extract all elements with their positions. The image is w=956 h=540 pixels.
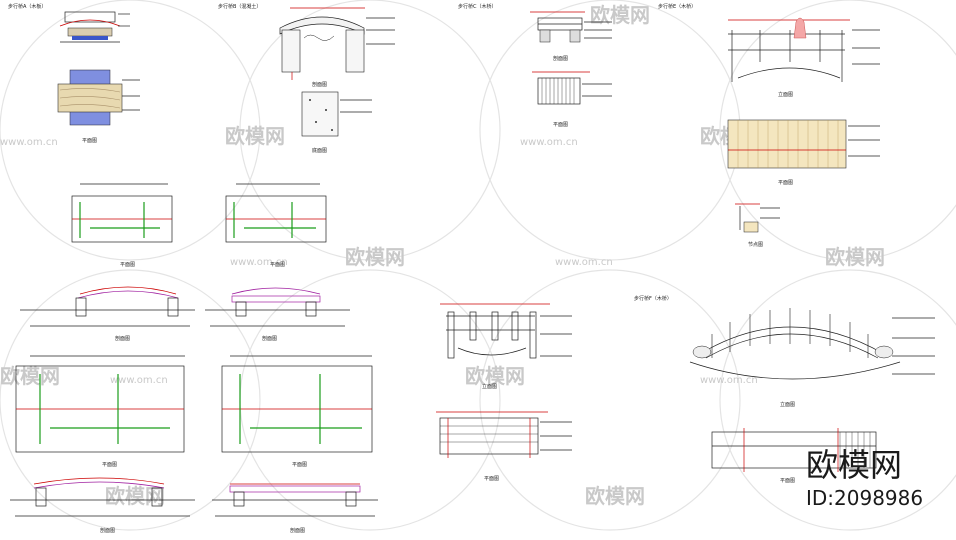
view-label: 平面图 bbox=[553, 122, 568, 128]
watermark-brand: 欧模网 bbox=[0, 364, 60, 388]
bridge-g-elevation: 立面图 bbox=[440, 303, 572, 390]
watermark-brand: 欧模网 bbox=[590, 3, 650, 27]
watermark-url: www.om.cn bbox=[110, 375, 168, 386]
view-label: 平面图 bbox=[102, 462, 117, 468]
view-label: 剖面图 bbox=[262, 335, 277, 342]
sheet-title: 步行桥F（木桥） bbox=[634, 295, 672, 302]
view-label: 剖面图 bbox=[312, 81, 327, 88]
watermark-brand: 欧模网 bbox=[105, 484, 165, 508]
watermark-brand: 欧模网 bbox=[465, 364, 525, 388]
bridge-b-section: 步行桥B（混凝土） 剖面图 bbox=[218, 3, 395, 88]
view-label: 立面图 bbox=[780, 401, 795, 408]
sheet-title: 步行桥B（混凝土） bbox=[218, 3, 261, 10]
bridge-f-elevation: 步行桥F（木桥） 立面图 bbox=[634, 295, 935, 408]
watermark-brand: 欧模网 bbox=[825, 245, 885, 269]
view-label: 平面图 bbox=[120, 262, 135, 268]
watermark-brand: 欧模网 bbox=[225, 124, 285, 148]
view-label: 平面图 bbox=[780, 478, 795, 484]
view-label: 平面图 bbox=[82, 138, 97, 144]
watermark-url: www.om.cn bbox=[555, 257, 613, 268]
view-label: 节点图 bbox=[748, 242, 763, 248]
view-label: 剖面图 bbox=[115, 335, 130, 342]
view-label: 剖面图 bbox=[553, 55, 568, 62]
bridge-d-plan-2: 平面图 bbox=[225, 183, 327, 268]
bridge-d-section-1: 剖面图 bbox=[20, 286, 195, 342]
view-label: 剖面图 bbox=[290, 527, 305, 534]
sheet-title: 步行桥A（木板） bbox=[8, 3, 46, 10]
sheet-title: 步行桥E（木桥） bbox=[658, 3, 696, 10]
watermark-url: www.om.cn bbox=[700, 375, 758, 386]
view-label: 立面图 bbox=[482, 383, 497, 390]
bridge-c-section: 步行桥C（木桥） 剖面图 bbox=[458, 3, 612, 62]
bridge-f-plan: 平面图 bbox=[711, 428, 877, 484]
corner-id: ID:2098986 bbox=[806, 486, 923, 510]
bridge-d-section-2: 剖面图 bbox=[205, 287, 350, 342]
bridge-c-plan: 平面图 bbox=[532, 71, 612, 128]
bridge-a-plan: 平面图 bbox=[57, 69, 140, 144]
watermark-url: www.om.cn bbox=[0, 137, 58, 148]
watermark-url: www.om.cn bbox=[230, 257, 288, 268]
corner-brand: 欧模网 ID:2098986 bbox=[806, 446, 923, 510]
view-label: 平面图 bbox=[778, 180, 793, 186]
corner-brand-name: 欧模网 bbox=[806, 446, 902, 484]
view-label: 平面图 bbox=[270, 262, 285, 268]
bridge-d-plan-3: 平面图 bbox=[15, 355, 185, 468]
watermark-brand: 欧模网 bbox=[585, 484, 645, 508]
bridge-a-section: 步行桥A（木板） bbox=[8, 3, 130, 43]
bridge-g-plan: 平面图 bbox=[436, 411, 572, 482]
view-label: 底面图 bbox=[312, 147, 327, 154]
bridge-d-plan-4: 平面图 bbox=[221, 355, 373, 468]
view-label: 平面图 bbox=[292, 462, 307, 468]
bridge-e-detail: 节点图 bbox=[735, 203, 780, 248]
bridge-d-plan-1: 平面图 bbox=[71, 183, 173, 268]
sheet-title: 步行桥C（木桥） bbox=[458, 3, 497, 10]
view-label: 平面图 bbox=[484, 476, 499, 482]
view-label: 剖面图 bbox=[100, 527, 115, 534]
bridge-d-section-3: 剖面图 bbox=[10, 477, 195, 534]
view-label: 立面图 bbox=[778, 91, 793, 98]
watermark-brand: 欧模网 bbox=[345, 245, 405, 269]
bridge-d-section-4: 剖面图 bbox=[212, 483, 378, 534]
bridge-e-plan: 平面图 bbox=[727, 119, 880, 186]
watermark-url: www.om.cn bbox=[520, 137, 578, 148]
bridge-e-elevation: 步行桥E（木桥） 立面图 bbox=[658, 3, 880, 98]
bridge-b-plan: 底面图 bbox=[301, 91, 372, 154]
